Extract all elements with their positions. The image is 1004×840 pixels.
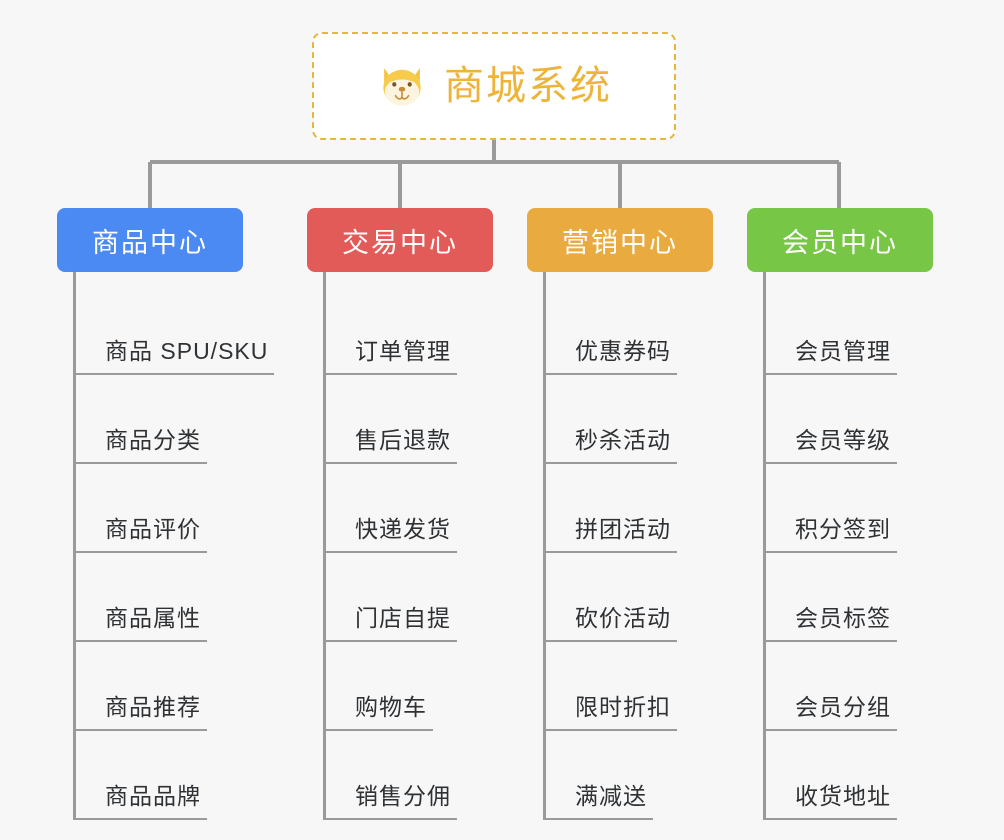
leaf-item[interactable]: 商品推荐	[73, 642, 287, 731]
leaf-label: 会员标签	[795, 605, 891, 631]
category-column-trade: 交易中心 订单管理 售后退款 快递发货 门店自提 购物车 销售分佣	[307, 208, 533, 820]
root-title: 商城系统	[444, 64, 612, 108]
leaf-label: 快递发货	[355, 516, 451, 542]
leaf-item[interactable]: 积分签到	[763, 464, 973, 553]
category-header-member[interactable]: 会员中心	[747, 208, 933, 272]
leaf-label: 售后退款	[355, 427, 451, 453]
leaf-label: 会员分组	[795, 694, 891, 720]
leaf-item[interactable]: 会员等级	[763, 375, 973, 464]
leaf-item[interactable]: 限时折扣	[543, 642, 753, 731]
leaf-item[interactable]: 会员管理	[763, 286, 973, 375]
leaf-item[interactable]: 快递发货	[323, 464, 533, 553]
leaf-item[interactable]: 秒杀活动	[543, 375, 753, 464]
leaf-item[interactable]: 会员分组	[763, 642, 973, 731]
leaf-list-trade: 订单管理 售后退款 快递发货 门店自提 购物车 销售分佣	[307, 272, 533, 820]
leaf-label: 商品品牌	[105, 783, 201, 809]
leaf-item[interactable]: 销售分佣	[323, 731, 533, 820]
category-column-marketing: 营销中心 优惠券码 秒杀活动 拼团活动 砍价活动 限时折扣 满减送	[527, 208, 753, 820]
leaf-label: 限时折扣	[575, 694, 671, 720]
shiba-dog-face-icon	[383, 68, 421, 107]
category-header-label: 营销中心	[562, 227, 678, 258]
category-header-label: 交易中心	[342, 227, 458, 258]
leaf-list-product: 商品 SPU/SKU 商品分类 商品评价 商品属性 商品推荐 商品品牌	[57, 272, 287, 820]
leaf-label: 满减送	[575, 783, 647, 809]
root-node[interactable]: 商城系统	[312, 32, 676, 140]
branch-spine	[73, 272, 76, 820]
leaf-item[interactable]: 商品分类	[73, 375, 287, 464]
leaf-label: 拼团活动	[575, 516, 671, 542]
leaf-label: 销售分佣	[355, 783, 451, 809]
category-header-label: 会员中心	[782, 227, 898, 258]
leaf-item[interactable]: 商品评价	[73, 464, 287, 553]
leaf-label: 积分签到	[795, 516, 891, 542]
leaf-item[interactable]: 门店自提	[323, 553, 533, 642]
category-column-member: 会员中心 会员管理 会员等级 积分签到 会员标签 会员分组 收货地址	[747, 208, 973, 820]
branch-spine	[543, 272, 546, 820]
leaf-item[interactable]: 砍价活动	[543, 553, 753, 642]
category-header-product[interactable]: 商品中心	[57, 208, 243, 272]
leaf-item[interactable]: 优惠券码	[543, 286, 753, 375]
leaf-item[interactable]: 收货地址	[763, 731, 973, 820]
branch-spine	[763, 272, 766, 820]
leaf-item[interactable]: 购物车	[323, 642, 533, 731]
category-column-product: 商品中心 商品 SPU/SKU 商品分类 商品评价 商品属性 商品推荐 商品品牌	[57, 208, 287, 820]
leaf-label: 会员等级	[795, 427, 891, 453]
category-header-label: 商品中心	[92, 227, 208, 258]
leaf-label: 商品分类	[105, 427, 201, 453]
leaf-label: 门店自提	[355, 605, 451, 631]
leaf-label: 商品评价	[105, 516, 201, 542]
leaf-item[interactable]: 会员标签	[763, 553, 973, 642]
leaf-item[interactable]: 商品属性	[73, 553, 287, 642]
leaf-label: 优惠券码	[575, 338, 671, 364]
leaf-item[interactable]: 售后退款	[323, 375, 533, 464]
leaf-label: 商品 SPU/SKU	[105, 338, 269, 364]
leaf-list-member: 会员管理 会员等级 积分签到 会员标签 会员分组 收货地址	[747, 272, 973, 820]
leaf-item[interactable]: 商品 SPU/SKU	[73, 286, 287, 375]
leaf-item[interactable]: 满减送	[543, 731, 753, 820]
category-header-trade[interactable]: 交易中心	[307, 208, 493, 272]
leaf-label: 收货地址	[795, 783, 891, 809]
leaf-label: 秒杀活动	[575, 427, 671, 453]
leaf-label: 商品推荐	[105, 694, 201, 720]
leaf-label: 购物车	[355, 694, 427, 720]
leaf-item[interactable]: 商品品牌	[73, 731, 287, 820]
branch-spine	[323, 272, 326, 820]
leaf-item[interactable]: 拼团活动	[543, 464, 753, 553]
category-header-marketing[interactable]: 营销中心	[527, 208, 713, 272]
leaf-label: 商品属性	[105, 605, 201, 631]
leaf-label: 订单管理	[355, 338, 451, 364]
leaf-label: 砍价活动	[575, 605, 671, 631]
leaf-list-marketing: 优惠券码 秒杀活动 拼团活动 砍价活动 限时折扣 满减送	[527, 272, 753, 820]
leaf-item[interactable]: 订单管理	[323, 286, 533, 375]
leaf-label: 会员管理	[795, 338, 891, 364]
